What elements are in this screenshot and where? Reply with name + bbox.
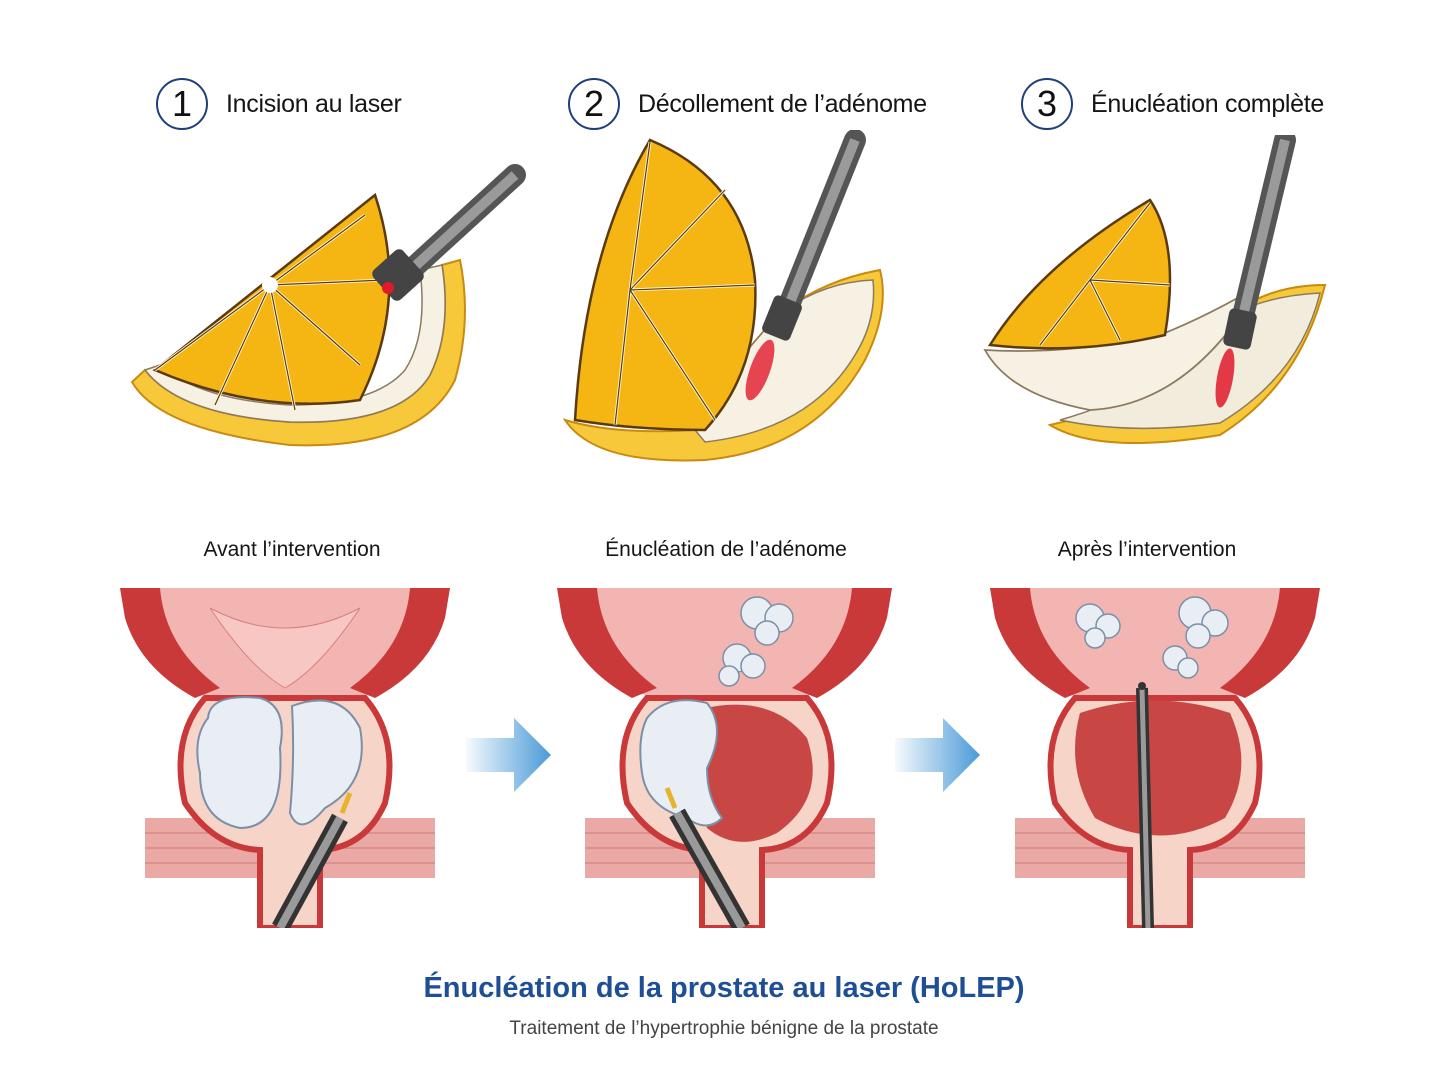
orange-slice-separation-illustration [562, 130, 884, 462]
step-number-badge: 2 [568, 78, 620, 130]
prostate-before-illustration [120, 588, 450, 928]
laser-fiber-icon [272, 792, 353, 928]
orange-slice-incision-illustration [130, 164, 526, 447]
laser-fiber-icon [372, 164, 526, 301]
prostate-enucleation-illustration [557, 588, 892, 928]
laser-fiber-icon [664, 787, 750, 928]
step-1-header: 1 Incision au laser [156, 78, 402, 130]
right-arrow-icon [466, 718, 551, 792]
page-subtitle: Traitement de l’hypertrophie bénigne de … [509, 1018, 939, 1039]
prostate-after-illustration [990, 588, 1320, 928]
laser-fiber-icon [1215, 135, 1296, 408]
laser-fiber-icon [1136, 682, 1154, 928]
step-label: Décollement de l’adénome [638, 89, 927, 118]
right-arrow-icon [895, 718, 980, 792]
stage-label-after: Après l’intervention [1057, 538, 1237, 561]
step-number-badge: 1 [156, 78, 208, 130]
page-title: Énucléation de la prostate au laser (HoL… [423, 972, 1025, 1004]
step-label: Incision au laser [226, 89, 402, 118]
orange-slice-complete-enucleation-illustration [983, 135, 1327, 444]
step-2-header: 2 Décollement de l’adénome [568, 78, 927, 130]
step-label: Énucléation complète [1091, 89, 1325, 118]
stage-label-enucleation: Énucléation de l’adénome [605, 538, 847, 561]
laser-fiber-icon [745, 130, 866, 401]
stage-label-before: Avant l’intervention [203, 538, 381, 561]
step-3-header: 3 Énucléation complète [1021, 78, 1324, 130]
step-number-badge: 3 [1021, 78, 1073, 130]
